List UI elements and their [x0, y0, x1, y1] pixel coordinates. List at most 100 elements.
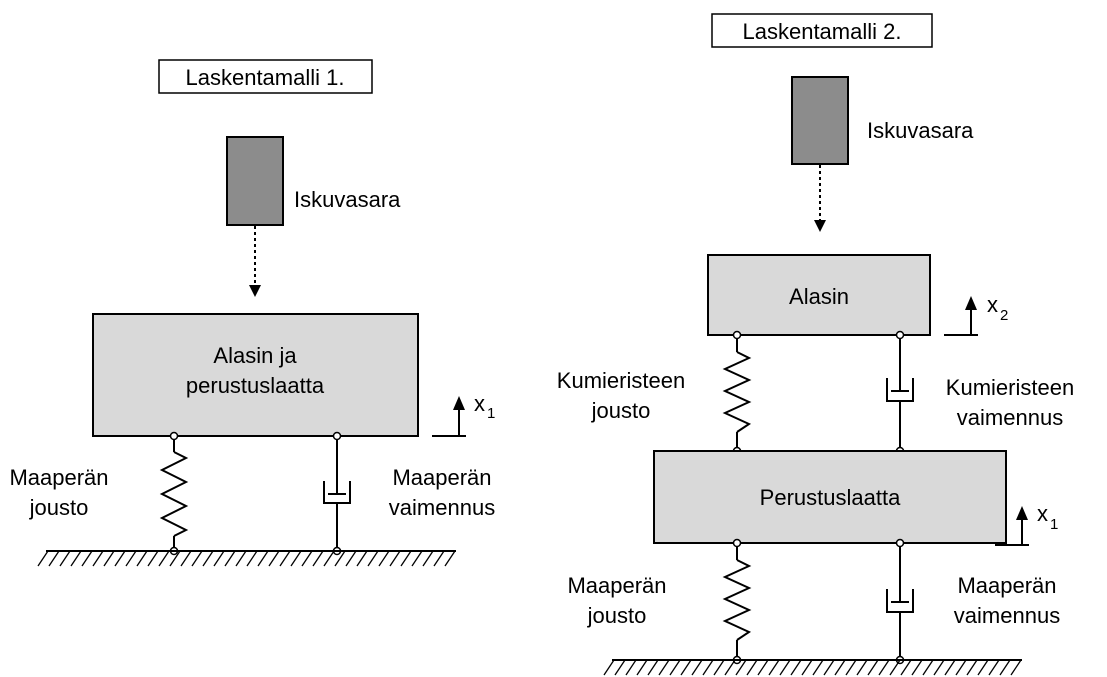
ground-hatch-line — [636, 659, 648, 676]
ground-hatch-line — [680, 659, 692, 676]
ground-hatch-line — [114, 550, 126, 567]
ground-hatch-line — [389, 550, 401, 567]
model-2-lower-disp-var: x — [1037, 501, 1048, 526]
ground-hatch-line — [136, 550, 148, 567]
model-2-impact-arrowhead — [814, 220, 826, 232]
ground-hatch-line — [647, 659, 659, 676]
ground-hatch-line — [147, 550, 159, 567]
ground-hatch-line — [702, 659, 714, 676]
ground-hatch-line — [422, 550, 434, 567]
model-2-upper-spring-label-1: Kumieristeen — [557, 368, 685, 393]
ground-hatch-line — [625, 659, 637, 676]
model-1-block-label-1: Alasin ja — [213, 343, 297, 368]
ground-hatch-line — [669, 659, 681, 676]
ground-hatch-line — [158, 550, 170, 567]
ground-hatch-line — [955, 659, 967, 676]
ground-hatch-line — [823, 659, 835, 676]
ground-hatch-line — [724, 659, 736, 676]
model-2-lower-spring-label-1: Maaperän — [567, 573, 666, 598]
ground-hatch-line — [312, 550, 324, 567]
ground-hatch-line — [411, 550, 423, 567]
model-1-spring-label-2: jousto — [29, 495, 89, 520]
ground-hatch-line — [48, 550, 60, 567]
ground-hatch-line — [856, 659, 868, 676]
ground-hatch-line — [768, 659, 780, 676]
ground-hatch-line — [757, 659, 769, 676]
model-2-lower-spring-label-2: jousto — [587, 603, 647, 628]
ground-hatch-line — [59, 550, 71, 567]
model-2-hammer — [791, 76, 849, 165]
ground-hatch-line — [658, 659, 670, 676]
ground-hatch-line — [345, 550, 357, 567]
model-2-title-box — [711, 13, 933, 48]
ground-hatch-line — [202, 550, 214, 567]
ground-hatch-line — [268, 550, 280, 567]
model-1-title-box — [158, 59, 373, 94]
model-2-upper-block — [707, 254, 931, 336]
model-2-lower-damper — [886, 538, 914, 665]
ground-hatch-line — [867, 659, 879, 676]
model-1-disp-sub: 1 — [487, 405, 495, 422]
model-2-lower-damper-label-1: Maaperän — [957, 573, 1056, 598]
model-2-lower-spring — [722, 538, 752, 665]
ground-hatch-line — [845, 659, 857, 676]
model-1-impact-arrowhead — [249, 285, 261, 297]
ground-hatch-line — [922, 659, 934, 676]
model-1-spring — [159, 431, 189, 556]
ground-hatch-line — [444, 550, 456, 567]
model-2-hammer-label: Iskuvasara — [867, 118, 974, 143]
ground-hatch-line — [746, 659, 758, 676]
model-2-upper-damper-label-2: vaimennus — [957, 405, 1063, 430]
ground-hatch-line — [911, 659, 923, 676]
model-2-upper-displacement-indicator: x 2 — [944, 292, 1008, 336]
ground-hatch-line — [400, 550, 412, 567]
model-2-lower-disp-sub: 1 — [1050, 516, 1058, 533]
model-1-damper-label-2: vaimennus — [389, 495, 495, 520]
ground-hatch-line — [367, 550, 379, 567]
ground-hatch-line — [944, 659, 956, 676]
model-2-upper-damper-label-1: Kumieristeen — [946, 375, 1074, 400]
model-1-block — [92, 313, 419, 437]
ground-hatch-line — [213, 550, 225, 567]
model-2-upper-disp-sub: 2 — [1000, 307, 1008, 324]
ground-hatch-line — [900, 659, 912, 676]
model-1-hammer — [226, 136, 284, 226]
ground-hatch-line — [257, 550, 269, 567]
ground-hatch-line — [81, 550, 93, 567]
ground-hatch-line — [191, 550, 203, 567]
ground-hatch-line — [966, 659, 978, 676]
ground-hatch-line — [433, 550, 445, 567]
ground-hatch-line — [603, 659, 615, 676]
ground-hatch-line — [1010, 659, 1022, 676]
ground-hatch-line — [977, 659, 989, 676]
model-2-ground — [603, 659, 1022, 676]
ground-hatch-line — [801, 659, 813, 676]
ground-hatch-line — [70, 550, 82, 567]
ground-hatch-line — [834, 659, 846, 676]
ground-hatch-line — [812, 659, 824, 676]
ground-hatch-line — [378, 550, 390, 567]
ground-hatch-line — [235, 550, 247, 567]
model-1-spring-label-1: Maaperän — [9, 465, 108, 490]
model-2-lower-block — [653, 450, 1007, 544]
ground-hatch-line — [334, 550, 346, 567]
model-1-displacement-indicator: x 1 — [432, 391, 495, 437]
model-2-upper-damper — [886, 330, 914, 456]
model-2-upper-spring-label-2: jousto — [591, 398, 651, 423]
ground-hatch-line — [614, 659, 626, 676]
ground-hatch-line — [92, 550, 104, 567]
ground-hatch-line — [779, 659, 791, 676]
ground-hatch-line — [279, 550, 291, 567]
ground-hatch-line — [103, 550, 115, 567]
ground-hatch-line — [290, 550, 302, 567]
ground-hatch-line — [169, 550, 181, 567]
ground-hatch-line — [323, 550, 335, 567]
ground-hatch-line — [246, 550, 258, 567]
model-2-lower-block-label: Perustuslaatta — [760, 485, 901, 510]
ground-hatch-line — [988, 659, 1000, 676]
model-1-block-label-2: perustuslaatta — [186, 373, 325, 398]
ground-hatch-line — [356, 550, 368, 567]
model-1-damper-label-1: Maaperän — [392, 465, 491, 490]
ground-hatch-line — [301, 550, 313, 567]
